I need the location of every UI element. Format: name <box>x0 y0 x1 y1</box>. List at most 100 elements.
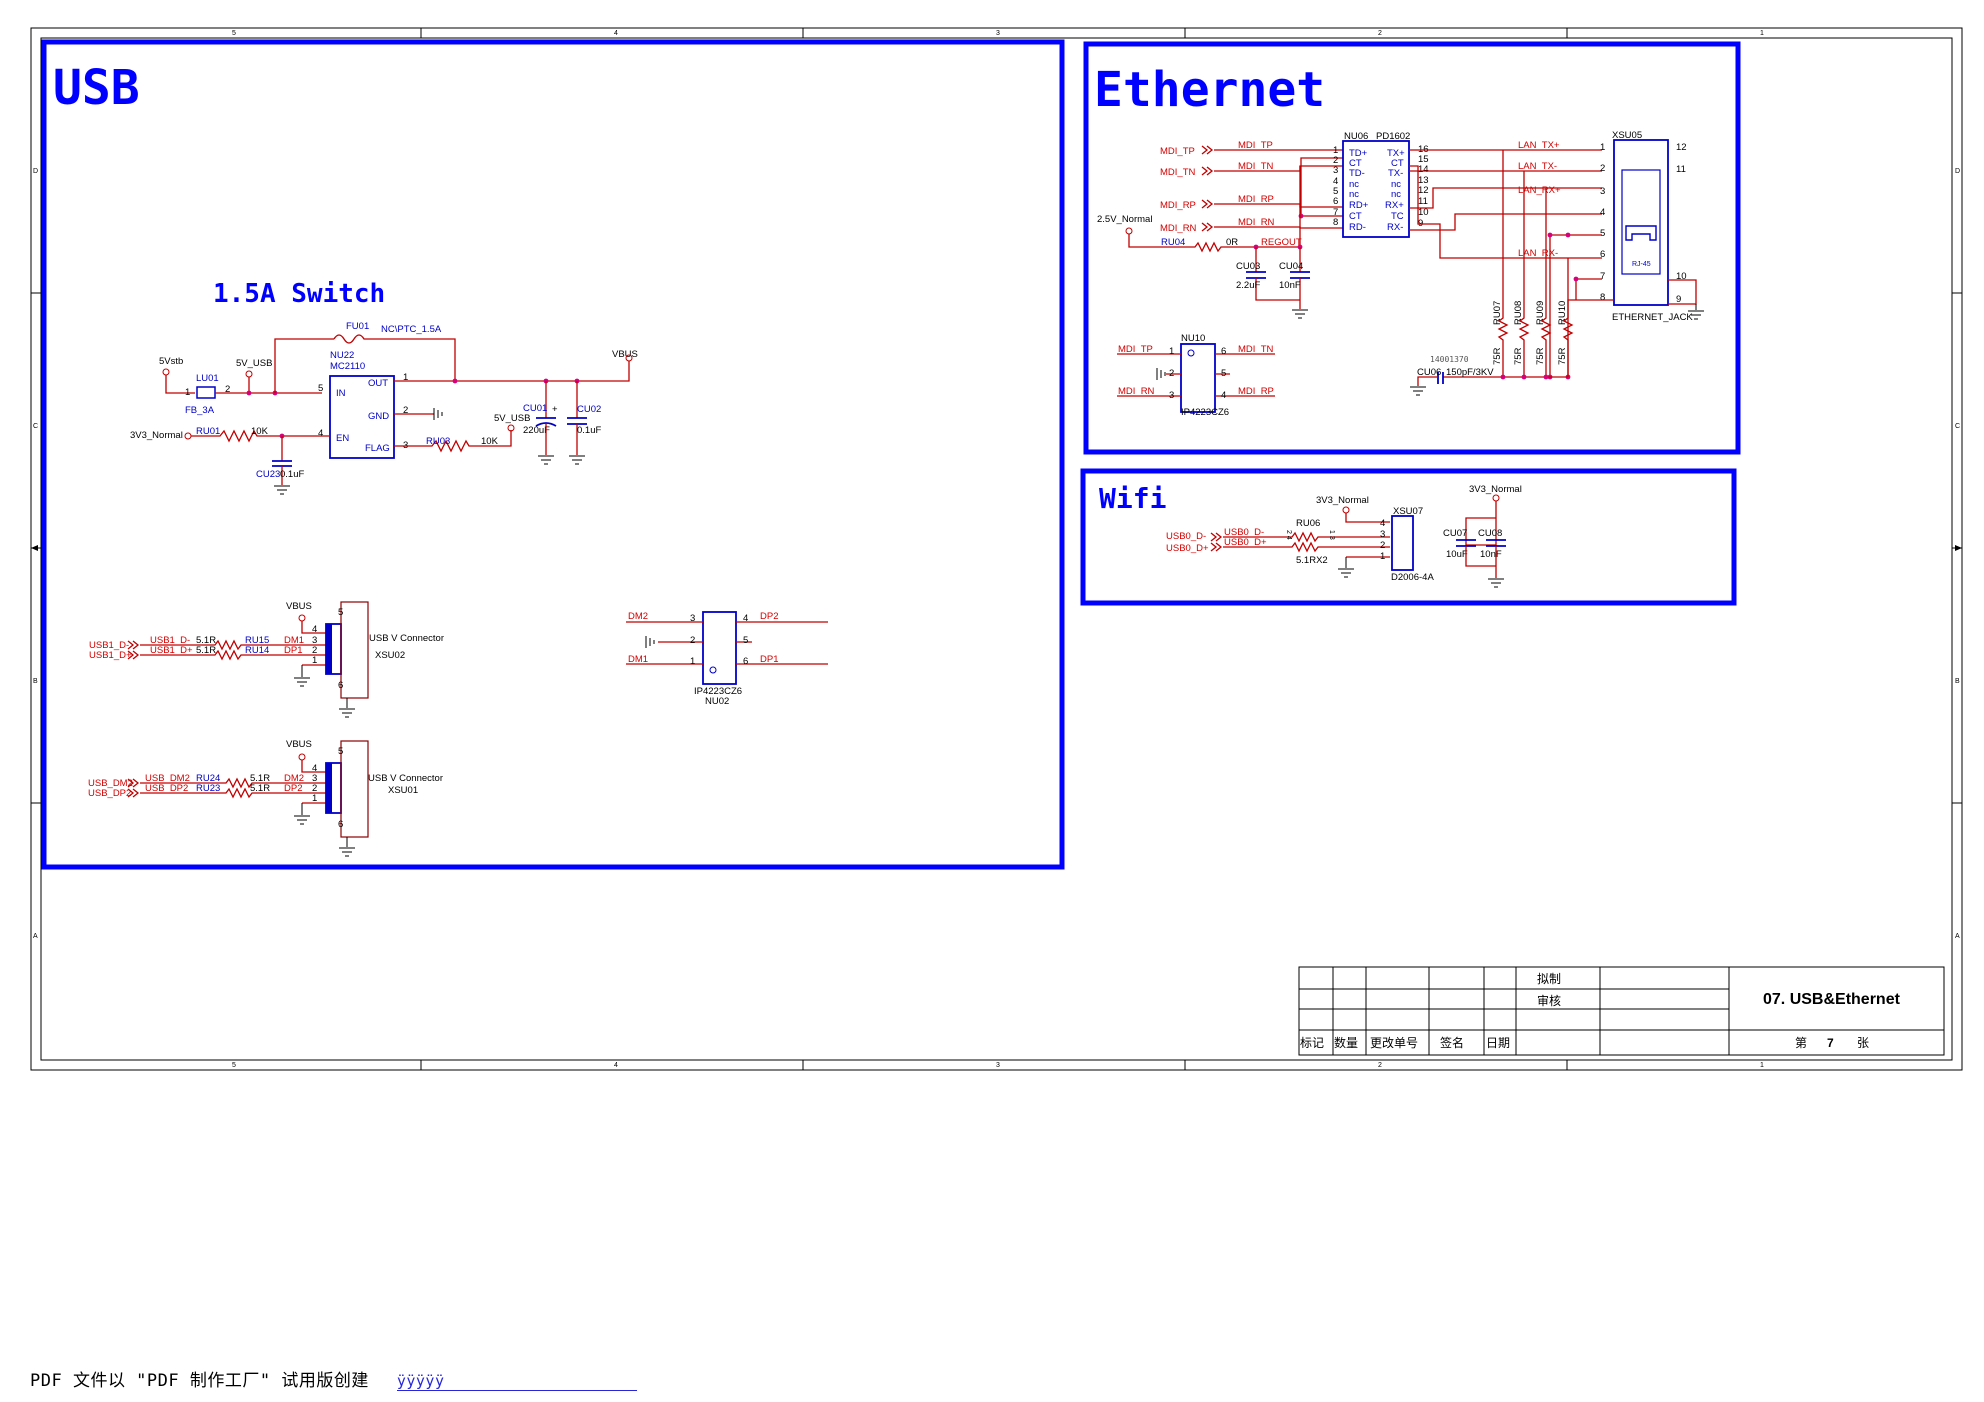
svg-text:标记: 标记 <box>1300 1036 1324 1050</box>
svg-text:5: 5 <box>1221 368 1226 379</box>
nu02-right-net-1: DP2 <box>760 611 778 622</box>
xsu02-vbus: VBUS <box>286 601 312 612</box>
xsu01-pin3: 3 <box>312 773 317 784</box>
nu02-pin2: 2 <box>690 635 695 646</box>
svg-text:更改单号: 更改单号 <box>1370 1036 1418 1050</box>
drawing-frame: 5 4 3 2 1 5 4 3 2 1 D C B A D C B A <box>30 27 1963 1071</box>
svg-text:8: 8 <box>1600 292 1605 303</box>
nu06-ref: NU06 <box>1344 131 1368 142</box>
cu07-ref: CU07 <box>1443 528 1467 539</box>
svg-text:MDI_RN: MDI_RN <box>1118 386 1155 397</box>
wire-usb0-dp: USB0_D+ <box>1224 537 1267 548</box>
lu01-pin1: 1 <box>185 387 190 398</box>
svg-text:MDI_TP: MDI_TP <box>1118 344 1153 355</box>
xsu01-pin1: 1 <box>312 793 317 804</box>
xsu05-ref: XSU05 <box>1612 130 1642 141</box>
lan-rx-plus: LAN_RX+ <box>1518 185 1561 196</box>
svg-text:75R: 75R <box>1513 347 1524 365</box>
svg-text:5: 5 <box>1333 186 1338 197</box>
svg-text:11: 11 <box>1676 164 1686 175</box>
nu02-pin3: 3 <box>690 613 695 624</box>
pin-flag: FLAG <box>365 443 390 454</box>
svg-text:4: 4 <box>1600 207 1605 218</box>
draft-label: 拟制 <box>1537 972 1561 986</box>
lu01-value: FB_3A <box>185 405 215 416</box>
net-3v3-wifi-b: 3V3_Normal <box>1469 484 1522 495</box>
ru04-ref: RU04 <box>1161 237 1185 248</box>
wire-mdi-tn: MDI_TN <box>1238 161 1274 172</box>
wire-usb-dp2: USB_DP2 <box>145 783 188 794</box>
pin-out: OUT <box>368 378 388 389</box>
lu01-pin2: 2 <box>225 384 230 395</box>
lan-tx-plus: LAN_TX+ <box>1518 140 1560 151</box>
wifi-circuit: 3V3_Normal 3V3_Normal USB0_D- USB0_D+ US… <box>1166 484 1522 588</box>
svg-text:RX+: RX+ <box>1385 200 1404 211</box>
svg-text:75R: 75R <box>1492 347 1503 365</box>
row-label-right: A <box>1955 933 1960 940</box>
svg-text:2: 2 <box>1600 163 1605 174</box>
svg-text:RU08: RU08 <box>1513 301 1524 325</box>
svg-text:1: 1 <box>1333 145 1338 156</box>
svg-text:nc: nc <box>1349 179 1359 190</box>
wire-usb1-dm: USB1_D- <box>150 635 190 646</box>
nu02-pin1: 1 <box>690 656 695 667</box>
ru03-ref: RU03 <box>426 436 450 447</box>
svg-text:7: 7 <box>1600 271 1605 282</box>
svg-text:75R: 75R <box>1557 347 1568 365</box>
svg-text:2: 2 <box>1169 368 1174 379</box>
xsu02-pin1: 1 <box>312 655 317 666</box>
net-5v-usb-2: 5V_USB <box>494 413 530 424</box>
svg-text:MDI_RP: MDI_RP <box>1238 386 1274 397</box>
cu06-value: 150pF/3KV <box>1446 367 1494 378</box>
cu02-value: 0.1uF <box>577 425 601 436</box>
svg-text:1: 1 <box>1169 346 1174 357</box>
lan-tx-minus: LAN_TX- <box>1518 161 1557 172</box>
nu06-part: PD1602 <box>1376 131 1410 142</box>
svg-text:nc: nc <box>1349 189 1359 200</box>
svg-text:12: 12 <box>1676 142 1687 153</box>
wire-usb1-dp: USB1_D+ <box>150 645 193 656</box>
rj45-jack-xsu05 <box>1613 139 1669 306</box>
col-label-top: 4 <box>614 30 618 37</box>
svg-text:TX-: TX- <box>1388 168 1403 179</box>
ru06-value: 5.1RX2 <box>1296 555 1328 566</box>
xsu02-pin2: 2 <box>312 645 317 656</box>
row-label-right: C <box>1955 423 1960 430</box>
usb-connector-xsu02: VBUS USB1_D- USB1_D+ USB1_D- USB1_D+ 5.1… <box>89 601 444 718</box>
wifi-connector-xsu07 <box>1391 515 1414 571</box>
port-mdi-rn: MDI_RN <box>1160 223 1197 234</box>
svg-text:RU09: RU09 <box>1535 301 1546 325</box>
svg-text:15: 15 <box>1418 154 1429 165</box>
ic-mc2110 <box>329 375 395 459</box>
nu22-part: MC2110 <box>330 361 365 372</box>
usb-connector-xsu01: VBUS USB_DM2 USB_DP2 USB_DM2 USB_DP2 RU2… <box>88 739 443 857</box>
xsu01-vbus: VBUS <box>286 739 312 750</box>
ru01-value: 10K <box>251 426 269 437</box>
wire-mdi-rp: MDI_RP <box>1238 194 1274 205</box>
row-label-left: D <box>33 168 38 175</box>
cu06-code: 14001370 <box>1430 355 1469 364</box>
ru03-value: 10K <box>481 436 499 447</box>
ru15-value: 5.1R <box>196 635 216 646</box>
rj45-label: RJ-45 <box>1632 261 1651 268</box>
nu02-pin6: 6 <box>743 656 748 667</box>
pin-en: EN <box>336 433 349 444</box>
svg-text:11: 11 <box>1418 196 1428 207</box>
port-mdi-tp: MDI_TP <box>1160 146 1195 157</box>
sheet-number: 7 <box>1827 1036 1834 1050</box>
trial-link[interactable]: ÿÿÿÿÿ <box>396 1372 637 1391</box>
svg-text:2: 2 <box>1380 540 1385 551</box>
sig-dm2: DM2 <box>284 773 304 784</box>
pdf-trial-text: PDF 文件以 "PDF 制作工厂" 试用版创建 <box>30 1371 369 1391</box>
wire-mdi-rn: MDI_RN <box>1238 217 1275 228</box>
xsu01-pin2: 2 <box>312 783 317 794</box>
pin-gnd: GND <box>368 411 389 422</box>
col-label-bottom: 5 <box>232 1062 236 1069</box>
wire-usb-dm2: USB_DM2 <box>145 773 190 784</box>
cu07-value: 10uF <box>1446 549 1468 560</box>
wifi-section-title: Wifi <box>1099 482 1166 515</box>
cu03-value: 2.2uF <box>1236 280 1260 291</box>
svg-text:CT: CT <box>1349 158 1362 169</box>
